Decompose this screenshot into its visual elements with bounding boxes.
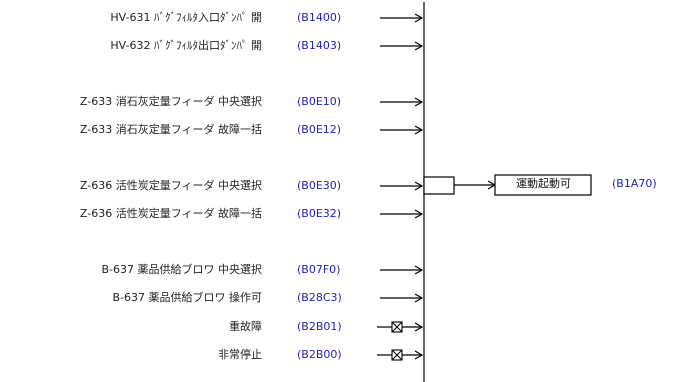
output-signal-box — [494, 174, 592, 196]
input-address: (B2B00) — [297, 348, 342, 361]
input-arrow-head — [414, 265, 424, 275]
input-arrow-head — [414, 125, 424, 135]
output-address: (B1A70) — [612, 177, 657, 190]
input-address: (B28C3) — [297, 291, 342, 304]
interlock-arrow-head — [414, 350, 424, 360]
input-arrow-head — [414, 97, 424, 107]
input-label: 非常停止 — [218, 348, 262, 361]
input-label: HV-631 ﾊﾞｸﾞﾌｨﾙﾀ入口ﾀﾞﾝﾊﾟ 開 — [110, 11, 262, 24]
input-label: HV-632 ﾊﾞｸﾞﾌｨﾙﾀ出口ﾀﾞﾝﾊﾟ 開 — [110, 39, 262, 52]
input-address: (B2B01) — [297, 320, 342, 333]
input-label: Z-636 活性炭定量フィーダ 中央選択 — [79, 179, 262, 192]
input-label: Z-633 消石灰定量フィーダ 故障一括 — [79, 123, 262, 136]
interlock-cross — [391, 321, 403, 333]
input-arrow-head — [414, 209, 424, 219]
and-gate-box — [423, 176, 455, 195]
input-arrow-head — [414, 293, 424, 303]
input-address: (B1400) — [297, 11, 342, 24]
input-address: (B0E10) — [297, 95, 342, 108]
interlock-arrow-head — [414, 322, 424, 332]
input-arrow-head — [414, 41, 424, 51]
output-signal-label: 運動起動可 — [516, 177, 571, 190]
input-label: B-637 薬品供給ブロワ 中央選択 — [101, 263, 262, 276]
input-address: (B07F0) — [297, 263, 341, 276]
input-arrow-head — [414, 181, 424, 191]
input-address: (B0E32) — [297, 207, 342, 220]
interlock-cross — [391, 349, 403, 361]
input-label: Z-636 活性炭定量フィーダ 故障一括 — [79, 207, 262, 220]
input-label: Z-633 消石灰定量フィーダ 中央選択 — [79, 95, 262, 108]
input-address: (B1403) — [297, 39, 342, 52]
input-label: 重故障 — [229, 320, 262, 333]
input-address: (B0E30) — [297, 179, 342, 192]
input-arrow-head — [414, 13, 424, 23]
input-address: (B0E12) — [297, 123, 342, 136]
input-label: B-637 薬品供給ブロワ 操作可 — [112, 291, 262, 304]
